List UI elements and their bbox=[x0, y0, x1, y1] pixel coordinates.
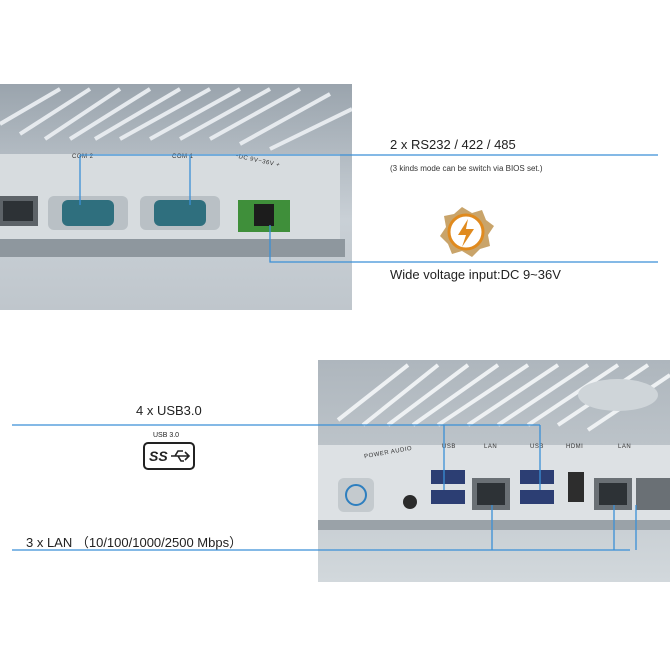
usb-a-label: USB bbox=[442, 444, 456, 450]
rs232-title: 2 x RS232 / 422 / 485 bbox=[390, 137, 516, 152]
usb-title: 4 x USB3.0 bbox=[136, 403, 202, 418]
top-device-photo: COM 2 COM 1 ~DC 9V~36V + bbox=[0, 84, 352, 310]
voltage-label: Wide voltage input:DC 9~36V bbox=[390, 267, 561, 282]
lan-a-label: LAN bbox=[484, 444, 498, 450]
com2-label: COM 2 bbox=[72, 154, 94, 160]
lan-b-label: LAN bbox=[618, 444, 632, 450]
voltage-line bbox=[269, 225, 658, 263]
usb-badge-caption: USB 3.0 bbox=[153, 432, 180, 439]
lightning-icon bbox=[440, 207, 494, 257]
svg-text:SS: SS bbox=[149, 448, 168, 464]
usb-b-label: USB bbox=[530, 444, 544, 450]
usb-ss-logo-icon: SS bbox=[143, 442, 195, 470]
bios-note: (3 kinds mode can be switch via BIOS set… bbox=[390, 164, 543, 173]
bottom-device-photo: POWER AUDIO USB LAN USB HDMI LAN bbox=[318, 360, 670, 582]
hdmi-label: HDMI bbox=[566, 444, 584, 450]
com1-label: COM 1 bbox=[172, 154, 194, 160]
usb-badge: USB 3.0 SS bbox=[141, 432, 199, 474]
lan-title: 3 x LAN （10/100/1000/2500 Mbps） bbox=[26, 535, 243, 550]
